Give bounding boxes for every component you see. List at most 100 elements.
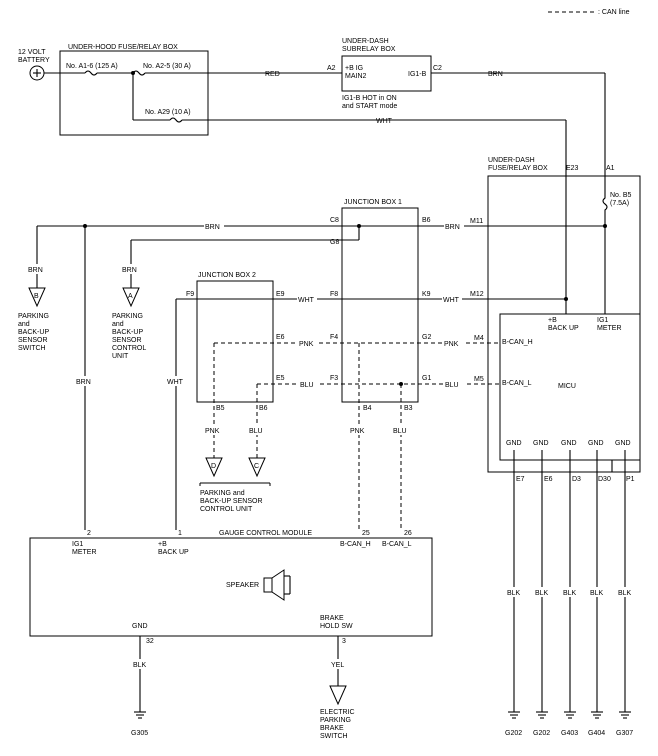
wire-blu-jb: BLU	[300, 382, 314, 389]
jb1-pin-f8: F8	[330, 291, 338, 298]
jb1-pin-k9: K9	[422, 291, 431, 298]
micu-gnd-1: GND	[506, 440, 522, 447]
ground-g403: G403	[561, 730, 578, 737]
gauge-gnd: GND	[132, 623, 148, 630]
junction-box-1-title: JUNCTION BOX 1	[344, 199, 402, 206]
fuse-a2-5-label: No. A2-5 (30 A)	[143, 63, 191, 70]
ground-icon	[564, 711, 576, 719]
jb1-pin-b4: B4	[363, 405, 372, 412]
wire-wht-gauge: WHT	[167, 379, 184, 386]
jb1-pin-f3: F3	[330, 375, 338, 382]
unit-label-2: and	[112, 321, 124, 328]
underdash-fuse-box: UNDER-DASH FUSE/RELAY BOX E23 A1 No. B5 …	[470, 157, 641, 483]
ground-icon	[508, 711, 520, 719]
gauge-pin-25: 25	[362, 530, 370, 537]
switch-label-1: PARKING	[18, 313, 49, 320]
parking-sensor-control-unit-a: A PARKING and BACK-UP SENSOR CONTROL UNI…	[112, 287, 146, 360]
unit2-label-3: CONTROL UNIT	[200, 506, 253, 513]
jb1-pin-f4: F4	[330, 334, 338, 341]
brake-label-4: SWITCH	[320, 733, 348, 740]
switch-label-2: and	[18, 321, 30, 328]
jb2-pin-e9: E9	[276, 291, 285, 298]
gauge-meter: METER	[72, 549, 97, 556]
gauge-ig1: IG1	[72, 541, 83, 548]
gauge-pin-2: 2	[87, 530, 91, 537]
underdash-pin-e23: E23	[566, 165, 579, 172]
wire-pnk-gauge: PNK	[350, 428, 365, 435]
gauge-pin-32: 32	[146, 638, 154, 645]
wire-wht-jb2-jb1: WHT	[298, 297, 315, 304]
switch-label-5: SWITCH	[18, 345, 46, 352]
wire-brn-label-top: BRN	[488, 71, 503, 78]
battery: 12 VOLT BATTERY	[18, 49, 50, 81]
jb1-pin-g2: G2	[422, 334, 431, 341]
wire-pnk-m4: PNK	[444, 341, 459, 348]
wire-blk-p1: BLK	[618, 590, 632, 597]
micu-backup-2: BACK UP	[548, 325, 579, 332]
speaker-icon	[263, 569, 291, 601]
underdash-pin-d30: D30	[598, 476, 611, 483]
fuse-a1-6-label: No. A1-6 (125 A)	[66, 63, 118, 70]
underdash-subrelay-box: UNDER-DASH SUBRELAY BOX A2 +B IG MAIN2 I…	[327, 38, 442, 110]
wire-brn-label-m11: BRN	[445, 224, 460, 231]
ground-g202-b: G202	[533, 730, 550, 737]
gauge-pin-1: 1	[178, 530, 182, 537]
underdash-pin-m11: M11	[470, 218, 483, 225]
wire-brn-unit: BRN	[122, 267, 137, 274]
subrelay-relay-line1: +B IG	[345, 65, 363, 72]
wire-brn-gauge: BRN	[76, 379, 91, 386]
gauge-pin-3: 3	[342, 638, 346, 645]
jb2-pin-e5: E5	[276, 375, 285, 382]
jb1-pin-g8: G8	[330, 239, 339, 246]
connector-d: D	[211, 463, 216, 470]
underdash-pin-e6: E6	[544, 476, 553, 483]
wire-wht-label-top: WHT	[376, 118, 393, 125]
underdash-pin-d3: D3	[572, 476, 581, 483]
connector-a: A	[128, 293, 133, 300]
micu-gnd-3: GND	[561, 440, 577, 447]
underdash-pin-a1: A1	[606, 165, 615, 172]
gauge-speaker-label: SPEAKER	[226, 582, 259, 589]
underdash-pin-m12: M12	[470, 291, 484, 298]
ground-icon	[536, 711, 548, 719]
gauge-bcanl: B-CAN_L	[382, 541, 412, 548]
battery-label-2: BATTERY	[18, 57, 50, 64]
gauge-control-module: 2 1 GAUGE CONTROL MODULE 25 26 IG1 METER…	[29, 530, 433, 645]
subrelay-note-2: and START mode	[342, 103, 397, 110]
gauge-brake-1: BRAKE	[320, 615, 344, 622]
wire-blu-gauge: BLU	[393, 428, 407, 435]
underdash-box-title-1: UNDER-DASH	[488, 157, 535, 164]
micu-ig1-2: METER	[597, 325, 622, 332]
fuse-a29-label: No. A29 (10 A)	[145, 109, 191, 116]
jb2-pin-b5: B5	[216, 405, 225, 412]
jb2-pin-e6: E6	[276, 334, 285, 341]
wire-blu-m5: BLU	[445, 382, 459, 389]
micu-gnd-4: GND	[588, 440, 604, 447]
fuse-b5	[602, 176, 608, 226]
electric-parking-brake-switch: ELECTRIC PARKING BRAKE SWITCH	[320, 685, 355, 740]
wire-yel-brake: YEL	[331, 662, 344, 669]
fuse-a29	[169, 117, 183, 123]
switch-label-4: SENSOR	[18, 337, 48, 344]
underdash-box-title-2: FUSE/RELAY BOX	[488, 165, 548, 172]
subrelay-title-2: SUBRELAY BOX	[342, 46, 396, 53]
wire-blk-e7: BLK	[507, 590, 521, 597]
gauge-module-title: GAUGE CONTROL MODULE	[219, 530, 312, 537]
wire-red-label: RED	[265, 71, 280, 78]
gauge-plusb: +B	[158, 541, 167, 548]
battery-label-1: 12 VOLT	[18, 49, 46, 56]
brake-label-2: PARKING	[320, 717, 351, 724]
micu-gnd-5: GND	[615, 440, 631, 447]
ground-icon	[619, 711, 631, 719]
wire-blk-e6: BLK	[535, 590, 549, 597]
wire-blk-d3: BLK	[563, 590, 577, 597]
fuse-a1-6	[84, 70, 98, 76]
subrelay-note-1: IG1-B HOT in ON	[342, 95, 397, 102]
ground-g307: G307	[616, 730, 633, 737]
unit2-label-1: PARKING and	[200, 490, 245, 497]
gauge-backup: BACK UP	[158, 549, 189, 556]
underdash-pin-m5: M5	[474, 376, 484, 383]
parking-sensor-control-unit-dc: D C PARKING and BACK-UP SENSOR CONTROL U…	[199, 457, 271, 513]
underdash-pin-p1: P1	[626, 476, 635, 483]
subrelay-relay-line2: MAIN2	[345, 73, 367, 80]
